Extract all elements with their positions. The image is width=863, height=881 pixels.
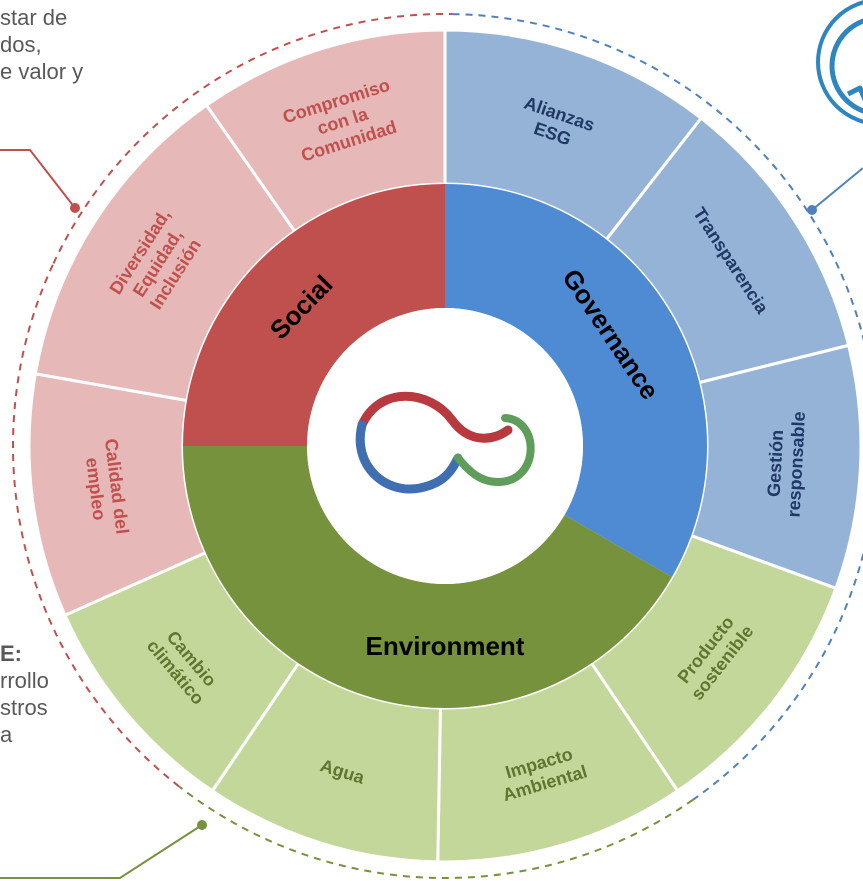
connector-line-2: [811, 167, 863, 211]
dashed-ring-arc-1: [52, 13, 453, 264]
left-top-text-fragment: star de dos, e valor y: [0, 4, 120, 85]
left-top-line-2: dos,: [0, 32, 42, 57]
connector-lines: [0, 149, 863, 879]
outer-segment-ring: [27, 28, 863, 864]
dashed-ring-arc-2: [452, 13, 863, 801]
core-sector-ring: [183, 184, 707, 709]
left-top-line-3: e valor y: [0, 59, 84, 84]
logo-green-stroke: [454, 414, 535, 487]
left-bottom-text-fragment: E: rrollo stros a: [0, 640, 49, 748]
core-sector-governance: [445, 184, 707, 577]
logo-blue-stroke: [355, 420, 463, 494]
left-bottom-line-4: a: [0, 722, 13, 747]
left-top-line-1: star de: [0, 5, 68, 30]
label-line: Gestión: [764, 429, 787, 497]
dashed-ring-arc-3: [178, 785, 694, 879]
connector-dot-1: [70, 203, 80, 213]
core-sector-environment: [183, 446, 672, 709]
logo-red-stroke: [357, 391, 513, 443]
outer-dashed-ring: [12, 13, 863, 879]
left-bottom-line-3: stros: [0, 695, 48, 720]
corner-logo-outer-ring: [816, 0, 863, 124]
dashed-ring-arc-4: [12, 263, 180, 788]
corner-logo-arrow: [846, 85, 863, 102]
center-circle: [307, 308, 583, 584]
connector-dot-3: [197, 820, 207, 830]
corner-logo-inner-ring: [829, 18, 863, 114]
connector-dot-2: [807, 205, 817, 215]
connector-line-1: [0, 149, 76, 209]
core-label-environment: Environment: [366, 631, 525, 661]
segment-diversidad-equidad-inclusion: [33, 103, 297, 403]
left-bottom-line-2: rrollo: [0, 668, 49, 693]
connector-line-3: [0, 824, 203, 879]
top-right-circle-logo-icon: [816, 0, 863, 124]
left-bottom-line-1: E:: [0, 641, 22, 666]
core-sector-social: [183, 184, 445, 446]
center-infinity-logo-icon: [355, 391, 535, 494]
